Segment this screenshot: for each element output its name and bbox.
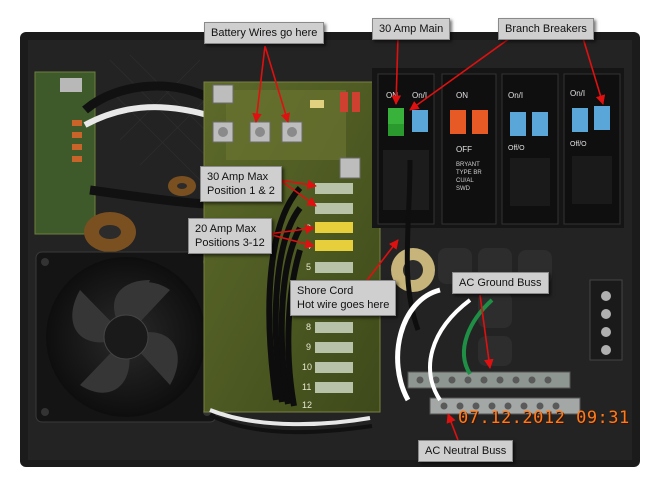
callout-text: AC Ground Buss <box>459 277 542 289</box>
callout-text: Battery Wires go here <box>211 27 318 39</box>
fuse-number: 12 <box>302 400 312 410</box>
fuse-number: 10 <box>302 362 312 372</box>
breaker-on-label: On/I <box>508 91 523 100</box>
callout-text: AC Neutral Buss <box>425 445 507 457</box>
callout-text: Positions 3-12 <box>195 237 265 249</box>
breaker-on-label: On/I <box>570 89 585 98</box>
breaker-on-label: ON <box>456 91 468 100</box>
fuse-number: 9 <box>306 342 311 352</box>
callout-text: 20 Amp Max <box>195 223 257 235</box>
breaker-panel: ON On/I ON OFF BRYANT TYPE BR CU/AL SWD … <box>372 68 624 228</box>
callout-branch-breakers: Branch Breakers <box>498 18 594 40</box>
breaker-off-label: Off/O <box>508 145 525 152</box>
photo-timestamp: 07.12.2012 09:31 <box>458 408 630 428</box>
fuse-number: 5 <box>306 262 311 272</box>
callout-battery-wires: Battery Wires go here <box>204 22 325 44</box>
fuse-number: 4 <box>306 241 311 251</box>
fuse-number: 11 <box>302 382 311 392</box>
breaker-brand-text: SWD <box>456 186 471 192</box>
breaker-off-label: OFF <box>456 145 472 154</box>
cooling-fan <box>35 251 217 423</box>
breaker-brand-text: BRYANT <box>456 162 480 168</box>
callout-shore-cord: Shore Cord Hot wire goes here <box>290 280 397 316</box>
converter-board <box>34 71 196 252</box>
callout-ac-neutral-buss: AC Neutral Buss <box>418 440 514 462</box>
fuse-number: 8 <box>306 322 311 332</box>
callout-30-amp-main: 30 Amp Main <box>372 18 451 40</box>
breaker-brand-text: TYPE BR <box>456 170 482 176</box>
callout-ac-ground-buss: AC Ground Buss <box>452 272 549 294</box>
breaker-brand-text: CU/AL <box>456 178 474 184</box>
breaker-on-label: On/I <box>412 91 427 100</box>
callout-text: Branch Breakers <box>505 23 587 35</box>
callout-text: 30 Amp Main <box>379 23 444 35</box>
callout-20-amp-max: 20 Amp Max Positions 3-12 <box>188 218 272 254</box>
callout-30-amp-max: 30 Amp Max Position 1 & 2 <box>200 166 282 202</box>
breaker-off-label: Off/O <box>570 141 587 148</box>
callout-text: Position 1 & 2 <box>207 185 275 197</box>
callout-text: Hot wire goes here <box>297 299 390 311</box>
callout-text: 30 Amp Max <box>207 171 269 183</box>
ac-ground-buss <box>407 371 571 389</box>
callout-arrows <box>252 35 606 441</box>
callout-text: Shore Cord <box>297 285 354 297</box>
